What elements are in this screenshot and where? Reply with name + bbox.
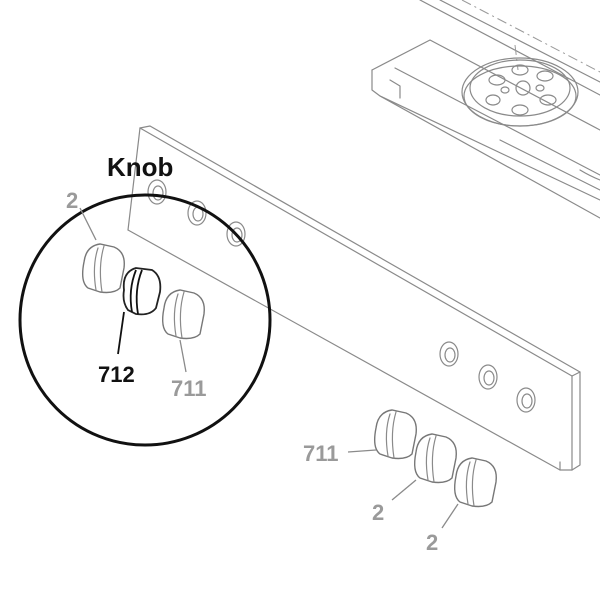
callout-2-c: 2 — [426, 530, 438, 555]
knob-711-assembled — [373, 409, 417, 460]
panel-hole-6 — [516, 387, 536, 413]
callout-711-a: 711 — [171, 376, 207, 401]
panel-hole-4 — [439, 341, 459, 367]
control-panel — [127, 125, 581, 471]
panel-hole-5 — [478, 364, 498, 390]
knob-711-detail — [161, 289, 205, 340]
callout-2-b: 2 — [372, 500, 384, 525]
knob-2-assembled-a — [413, 433, 457, 484]
knob-712-detail — [122, 267, 162, 316]
burner-icon — [461, 57, 579, 127]
callout-711-b: 711 — [303, 441, 339, 466]
knob-2-detail — [81, 243, 125, 294]
leader-712 — [117, 311, 125, 355]
panel-hole-1 — [147, 179, 167, 205]
diagram-title: Knob — [107, 152, 173, 182]
panel-hole-3 — [226, 221, 246, 247]
leader-711-a — [179, 339, 187, 373]
callout-712: 712 — [98, 362, 135, 387]
leader-2-c — [441, 503, 459, 529]
leader-711-b — [347, 449, 377, 453]
magnify-circle — [18, 193, 272, 447]
callout-2-a: 2 — [66, 188, 78, 213]
leader-2-b — [391, 479, 417, 501]
leader-2-a — [79, 207, 97, 241]
knob-2-assembled-b — [453, 457, 497, 508]
cooktop-outline — [371, 0, 600, 219]
